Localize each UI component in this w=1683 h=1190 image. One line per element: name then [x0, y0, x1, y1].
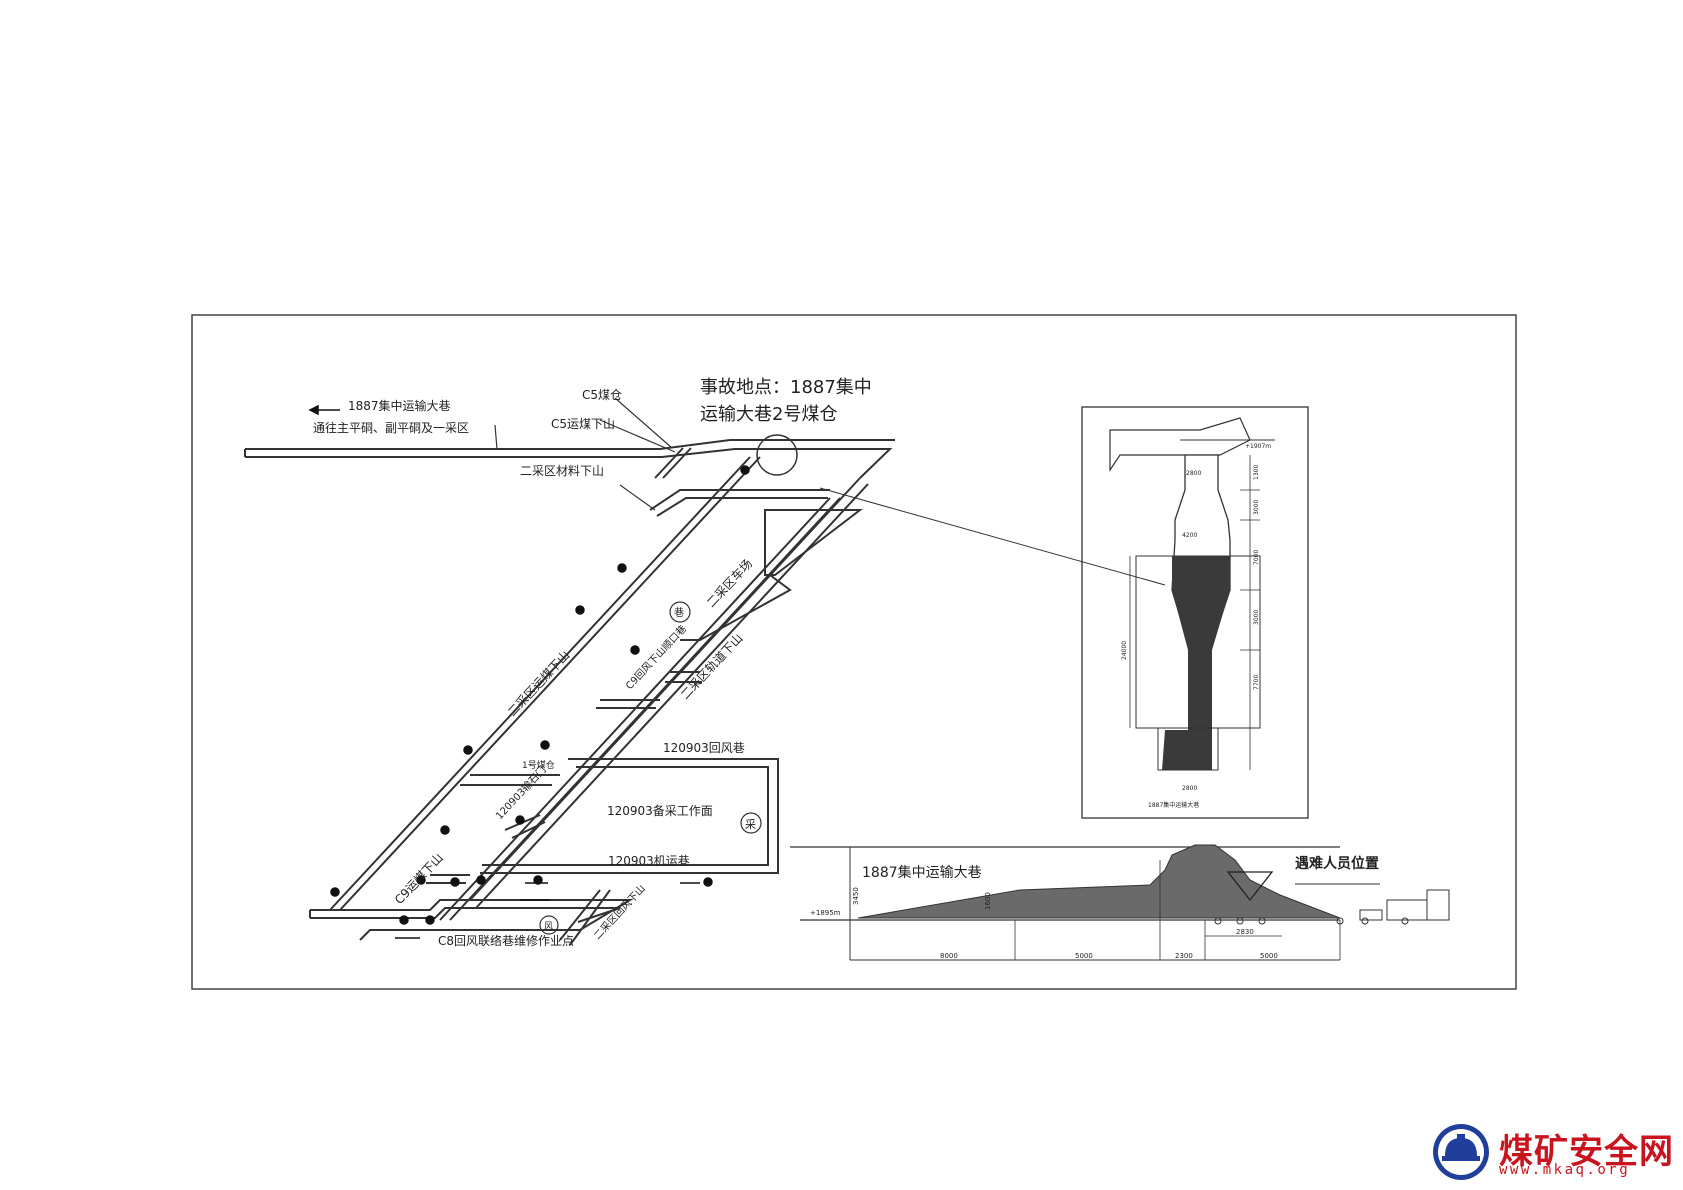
material-incline-label: 二采区材料下山 [520, 464, 604, 478]
section-dim-inner: 2830 [1236, 928, 1254, 936]
bunker-coal-fill [1162, 556, 1230, 770]
accident-location-marker [756, 434, 798, 476]
section-dim-4: 5000 [1260, 952, 1278, 960]
marker-feng [539, 915, 559, 935]
car-yard-label: 二采区车场 [703, 556, 755, 610]
main-roadway-label: 1887集中运输大巷 [348, 398, 451, 413]
bunker-top-elev: +1907m [1245, 443, 1271, 450]
section-elev: +1895m [810, 909, 841, 917]
watermark-name: 煤矿安全网 [1499, 1132, 1674, 1172]
machine-way-label: 120903机运巷 [608, 854, 690, 868]
mark-xiang: 巷 [674, 607, 684, 619]
bunker-seg-1: 1300 [1253, 465, 1260, 480]
working-face [480, 758, 779, 874]
victim-position-label: 遇难人员位置 [1295, 855, 1379, 872]
bunker-seg-3: 7000 [1253, 550, 1260, 565]
bunker-seg-2: 3000 [1253, 500, 1260, 515]
marker-cai [740, 812, 762, 834]
section-view: +1895m 3450 1600 8000 5000 2300 5000 283… [790, 844, 1450, 961]
bunker-d-bottom: 2800 [1182, 785, 1197, 792]
mark-feng: 风 [544, 921, 553, 932]
bunker-total-height: 24000 [1121, 641, 1128, 660]
bunker-d-mid: 4200 [1182, 532, 1197, 539]
detail-leader [819, 487, 1166, 586]
main-roadway [245, 439, 782, 458]
bunker-seg-5: 7700 [1253, 675, 1260, 690]
c8-work-label: C8回风联络巷维修作业点 [438, 933, 574, 948]
bunker-caption: 1887集中运输大巷 [1148, 801, 1199, 809]
airflow-arrows [308, 404, 750, 939]
section-pile-dim: 1600 [984, 892, 992, 910]
c5-incline [654, 447, 692, 479]
section-caption: 1887集中运输大巷 [862, 864, 982, 881]
section-dim-1: 8000 [940, 952, 958, 960]
accident-title-line2: 运输大巷2号煤仓 [700, 404, 837, 425]
section-dim-2: 5000 [1075, 952, 1093, 960]
bunker-seg-4: 3000 [1253, 610, 1260, 625]
coal-pile [857, 844, 1341, 919]
coal-incline [329, 456, 761, 911]
c9-incline-label: C9运煤下山 [392, 851, 446, 907]
return-way-label: 120903回风巷 [663, 741, 745, 755]
diagram-frame [191, 314, 1517, 990]
accident-title-line1: 事故地点：1887集中 [700, 377, 872, 398]
section-dim-3: 2300 [1175, 952, 1193, 960]
c5-bunker-label: C5煤仓 [582, 388, 622, 402]
face-label: 120903备采工作面 [607, 804, 713, 818]
watermark-url: www.mkaq.org [1499, 1162, 1631, 1178]
marker-xiang [669, 601, 691, 623]
coal-incline-label: 二采区运煤下山 [505, 648, 573, 719]
mark-cai: 采 [745, 818, 756, 831]
main-roadway-dest-label: 通往主平硐、副平硐及一采区 [313, 420, 469, 435]
material-incline [649, 489, 830, 517]
bunker-detail: +1907m 2800 4200 2800 24000 1300 3000 70… [1081, 406, 1309, 819]
track-incline-label: 二采区轨道下山 [678, 631, 746, 702]
watermark-logo: 煤矿安全网 www.mkaq.org [1431, 1122, 1673, 1182]
transport-gate-label: 120903输石门 [493, 763, 549, 822]
bunker-d-top: 2800 [1186, 470, 1201, 477]
c5-incline-label: C5运煤下山 [551, 417, 615, 431]
section-height-dim: 3450 [852, 887, 860, 905]
helmet-icon [1433, 1124, 1489, 1180]
bunker-small-label: 1号煤仓 [522, 759, 555, 771]
